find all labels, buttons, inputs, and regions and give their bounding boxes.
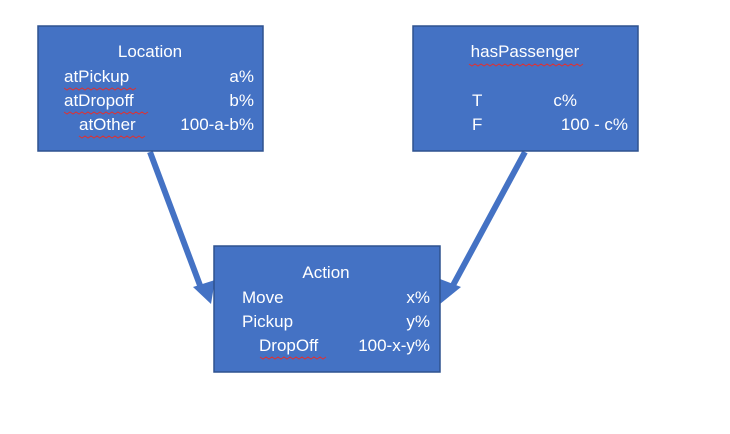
node-location-row-value: b% [229, 91, 254, 110]
node-action-row-label: DropOff [259, 336, 318, 355]
node-action-row-value: x% [406, 288, 430, 307]
node-haspassenger-row-value: c% [553, 91, 577, 110]
spellcheck-underline [63, 87, 137, 91]
node-haspassenger-row-label: T [472, 91, 482, 110]
node-location-title: Location [118, 42, 182, 61]
node-haspassenger: hasPassenger T c% F 100 - c% [412, 25, 639, 152]
spellcheck-underline [468, 63, 584, 67]
node-action: Action Move x% Pickup y% DropOff 100-x-y… [213, 245, 441, 373]
spellcheck-underline [63, 111, 149, 115]
node-location-row-value: a% [229, 67, 254, 86]
node-action-row-value: 100-x-y% [358, 336, 430, 355]
node-action-row-value: y% [406, 312, 430, 331]
spellcheck-underline [259, 356, 327, 360]
node-location: Location atPickup a% atDropoff b% atOthe… [37, 25, 264, 152]
node-haspassenger-row-label: F [472, 115, 482, 134]
node-haspassenger-title: hasPassenger [471, 42, 580, 61]
edge-location-to-action [147, 150, 215, 304]
node-location-row-label: atPickup [64, 67, 129, 86]
node-location-row-label: atDropoff [64, 91, 134, 110]
node-haspassenger-row-value: 100 - c% [561, 115, 628, 134]
node-action-row-label: Move [242, 288, 284, 307]
node-action-title: Action [302, 263, 349, 282]
node-location-row-value: 100-a-b% [180, 115, 254, 134]
node-location-row-label: atOther [79, 115, 136, 134]
spellcheck-underline [78, 135, 146, 139]
edge-haspassenger-to-action [440, 150, 528, 304]
node-action-row-label: Pickup [242, 312, 293, 331]
